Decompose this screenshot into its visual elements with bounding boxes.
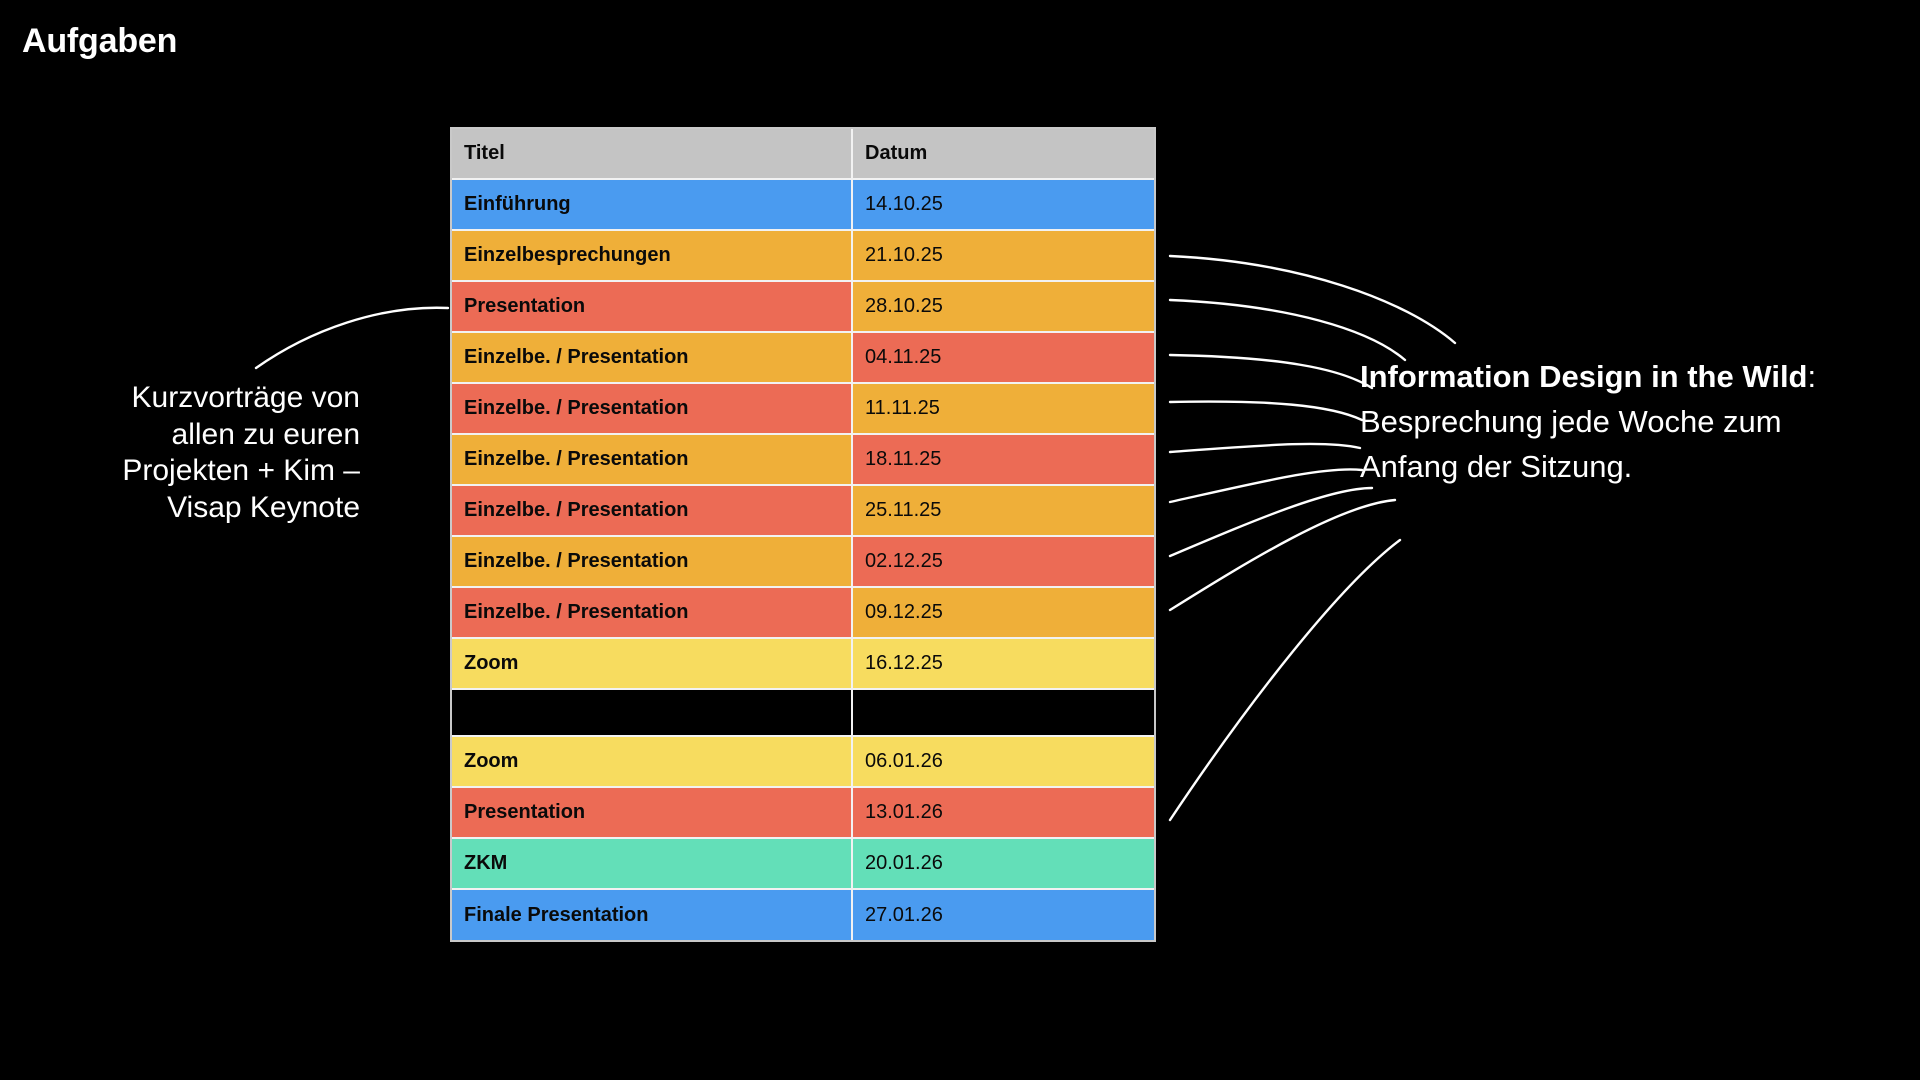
- cell-date: 14.10.25: [852, 179, 1154, 231]
- cell-date: 28.10.25: [852, 281, 1154, 333]
- cell-title: Finale Presentation: [452, 889, 853, 940]
- cell-title: Presentation: [452, 281, 853, 333]
- cell-date: 04.11.25: [852, 332, 1154, 384]
- cell-date: 02.12.25: [852, 536, 1154, 588]
- connector-right-3: [1168, 353, 1374, 390]
- column-header-date: Datum: [852, 129, 1154, 180]
- connector-right-4: [1168, 400, 1364, 422]
- cell-date: 09.12.25: [852, 587, 1154, 639]
- cell-date: 25.11.25: [852, 485, 1154, 537]
- table-header-row: Titel Datum: [452, 129, 1154, 180]
- cell-title: Einführung: [452, 179, 853, 231]
- cell-title: Einzelbe. / Presentation: [452, 332, 853, 384]
- cell-title: Einzelbe. / Presentation: [452, 434, 853, 486]
- annotation-right-rest: : Besprechung jede Woche zum Anfang der …: [1360, 359, 1817, 484]
- column-header-title: Titel: [452, 129, 853, 180]
- cell-date: 11.11.25: [852, 383, 1154, 435]
- page-title: Aufgaben: [22, 22, 178, 60]
- annotation-right: Information Design in the Wild: Besprech…: [1360, 355, 1830, 490]
- cell-title: Einzelbesprechungen: [452, 230, 853, 282]
- cell-date: 21.10.25: [852, 230, 1154, 282]
- connector-right-5: [1168, 442, 1362, 454]
- cell-date: 06.01.26: [852, 736, 1154, 788]
- cell-title: Einzelbe. / Presentation: [452, 383, 853, 435]
- cell-date: 16.12.25: [852, 638, 1154, 690]
- connector-left-1: [254, 306, 450, 370]
- cell-title: Zoom: [452, 736, 853, 788]
- cell-date: 20.01.26: [852, 838, 1154, 890]
- table-header: Titel Datum: [452, 129, 1154, 180]
- annotation-right-lead: Information Design in the Wild: [1360, 359, 1808, 394]
- connector-right-7: [1168, 486, 1374, 558]
- cell-title: Einzelbe. / Presentation: [452, 587, 853, 639]
- connector-right-6: [1168, 468, 1364, 504]
- cell-title: Einzelbe. / Presentation: [452, 536, 853, 588]
- cell-title: ZKM: [452, 838, 853, 890]
- connector-right-2: [1168, 298, 1407, 362]
- cell-date: 27.01.26: [852, 889, 1154, 940]
- cell-title: Zoom: [452, 638, 853, 690]
- cell-date: 18.11.25: [852, 434, 1154, 486]
- annotation-left: Kurzvorträge von allen zu euren Projekte…: [122, 381, 360, 524]
- cell-date: 13.01.26: [852, 787, 1154, 839]
- cell-title: Presentation: [452, 787, 853, 839]
- connector-right-8: [1168, 498, 1397, 612]
- cell-date: [852, 689, 1154, 737]
- cell-title: Einzelbe. / Presentation: [452, 485, 853, 537]
- table-spacer-row: [452, 689, 1154, 737]
- cell-title: [452, 689, 853, 737]
- connector-right-9: [1168, 538, 1402, 822]
- connector-right-1: [1168, 254, 1457, 345]
